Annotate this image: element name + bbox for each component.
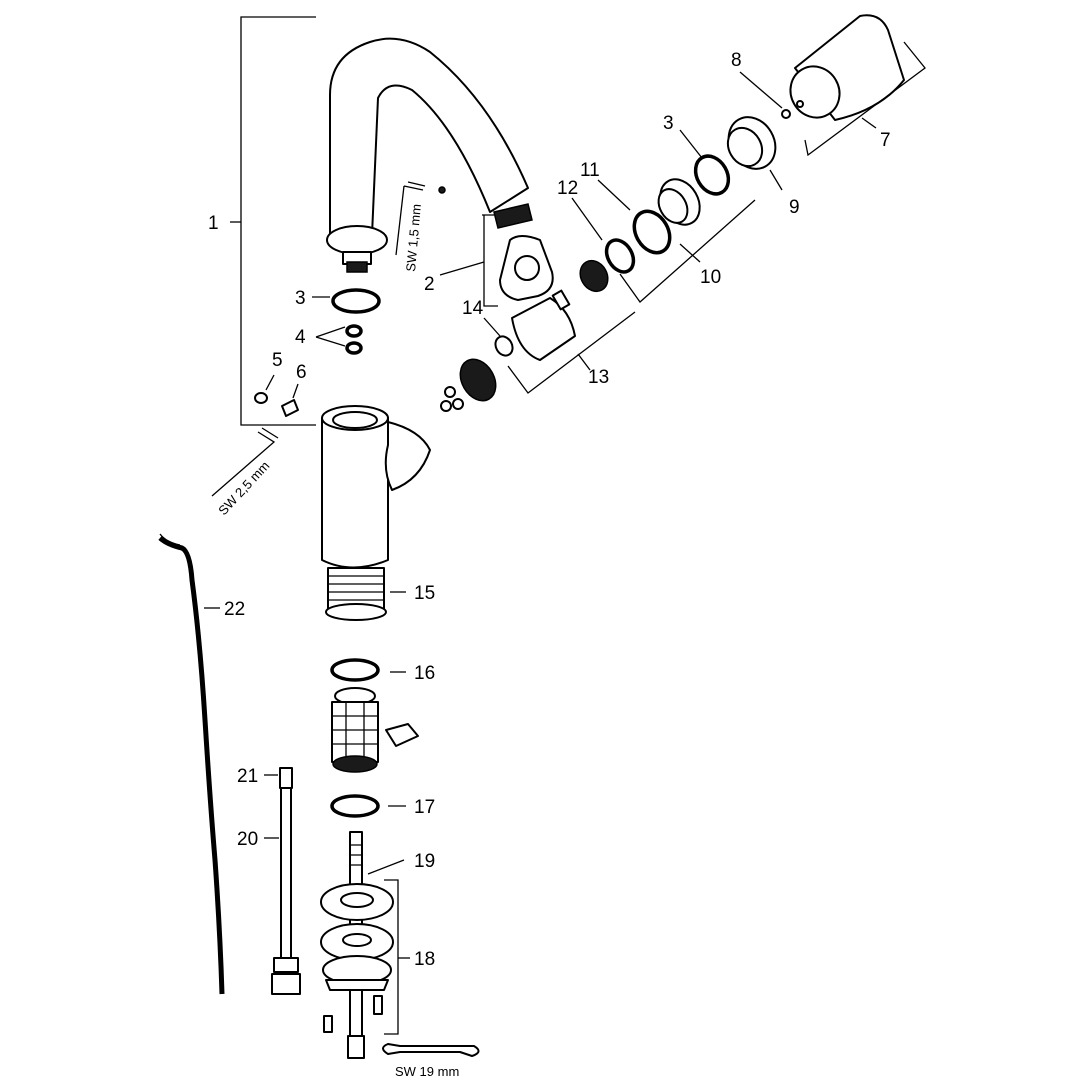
lift-rod-22 (158, 533, 225, 995)
pin-6 (281, 383, 299, 417)
hex-key-small: SW 1,5 mm (395, 181, 446, 272)
label-11: 11 (580, 160, 600, 181)
o-ring-12 (571, 197, 636, 274)
screw-8 (739, 71, 804, 119)
label-12: 12 (557, 178, 578, 199)
label-16: 16 (414, 663, 435, 684)
tap-body-15 (321, 405, 431, 621)
grub-screw-5 (254, 374, 275, 404)
label-20: 20 (237, 829, 258, 850)
valve-insert (331, 687, 419, 773)
label-6: 6 (296, 362, 307, 383)
label-15: 15 (414, 583, 435, 604)
supply-hose-20-21 (264, 767, 301, 995)
cover-ring-9 (726, 116, 783, 191)
hex-key-small-label: SW 1,5 mm (403, 203, 424, 272)
label-9: 9 (789, 197, 800, 218)
o-ring-3-upper (679, 129, 731, 196)
label-4: 4 (295, 327, 306, 348)
label-14: 14 (462, 298, 484, 319)
handle-7 (789, 14, 926, 157)
wrench-label: SW 19 mm (395, 1064, 459, 1079)
label-17: 17 (414, 797, 435, 818)
label-19: 19 (414, 851, 435, 872)
label-22: 22 (224, 599, 245, 620)
cartridge-13 (507, 289, 636, 394)
bracket-part-1 (230, 16, 316, 426)
o-ring-16 (330, 658, 406, 682)
small-rings-4 (315, 324, 363, 355)
label-3-body: 3 (295, 288, 306, 309)
cartridge-base (440, 358, 497, 412)
o-ring-11 (597, 179, 672, 255)
threaded-collar (579, 259, 609, 293)
o-ring-3-body (312, 288, 381, 314)
label-13: 13 (588, 367, 609, 388)
label-10: 10 (700, 267, 721, 288)
hex-key-large: SW 2,5 mm (211, 427, 279, 518)
nut-assembly-10 (619, 178, 756, 303)
label-21: 21 (237, 766, 258, 787)
label-2: 2 (424, 274, 435, 295)
label-8: 8 (731, 50, 742, 71)
o-ring-17 (330, 794, 406, 818)
seal-14 (483, 317, 514, 357)
mounting-set-18 (320, 879, 410, 1059)
hex-key-large-label: SW 2,5 mm (215, 458, 272, 518)
label-18: 18 (414, 949, 435, 970)
part-labels: 1 2 3 3 4 5 6 7 8 9 10 11 12 13 14 15 16… (208, 50, 891, 970)
spout (326, 37, 529, 273)
label-7: 7 (880, 130, 891, 151)
label-1: 1 (208, 213, 219, 234)
aerator-part-2 (439, 203, 554, 307)
label-3-upper: 3 (663, 113, 674, 134)
label-5: 5 (272, 350, 283, 371)
wrench-sw19: SW 19 mm (382, 1043, 480, 1079)
